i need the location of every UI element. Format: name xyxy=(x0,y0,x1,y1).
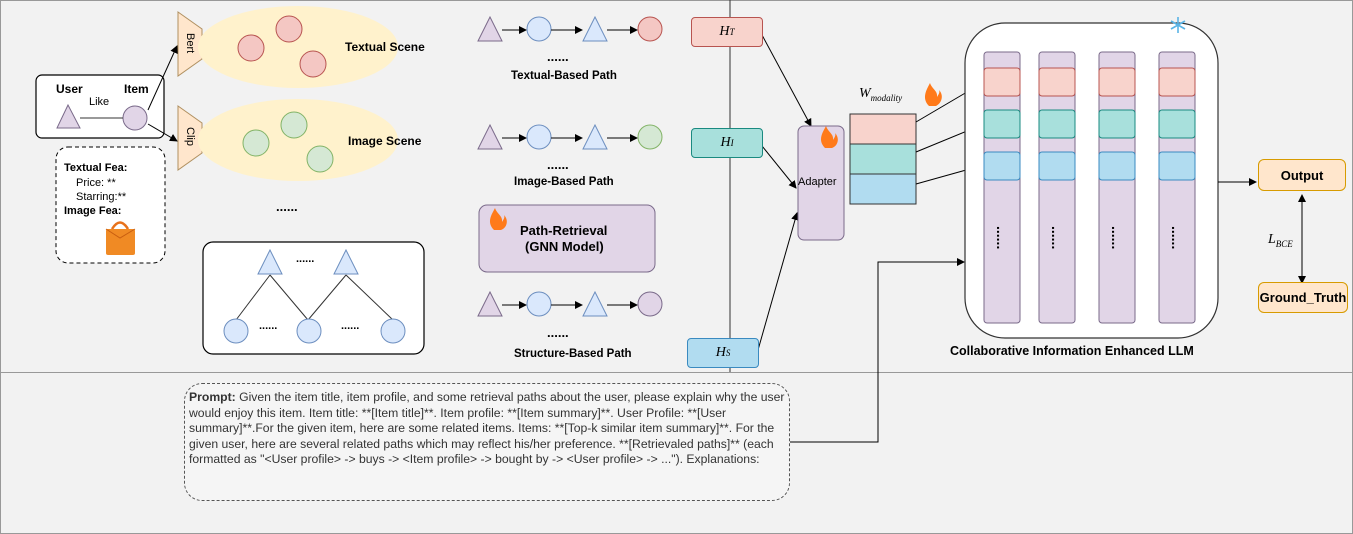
fire-icon xyxy=(490,208,507,230)
textual-path-chain xyxy=(477,15,663,42)
graph-item-node xyxy=(296,318,322,344)
graph-ellipsis-right: ...... xyxy=(341,320,360,332)
image-scene-label: Image Scene xyxy=(348,134,422,148)
user-label: User xyxy=(56,82,83,96)
image-scene-ellipse xyxy=(198,99,398,181)
bce-loss-label: LBCE xyxy=(1268,232,1293,249)
prompt-box: Prompt: Given the item title, item profi… xyxy=(184,383,790,501)
path-retrieval-box xyxy=(478,204,656,273)
structure-path-chain xyxy=(477,290,663,317)
item-label: Item xyxy=(124,82,149,96)
hi-to-adapter-arrow xyxy=(761,145,797,189)
item-circle xyxy=(122,105,148,131)
w-modality-structure xyxy=(849,173,917,205)
graph-user-node xyxy=(333,248,359,275)
image-path-label: Image-Based Path xyxy=(514,176,614,188)
graph-edge xyxy=(345,274,394,321)
starring-label: Starring:** xyxy=(76,191,127,203)
like-label: Like xyxy=(89,96,110,108)
textual-node xyxy=(275,15,303,43)
llm-column-ellipsis: ...... xyxy=(1109,226,1125,250)
structure-path-ellipsis: ...... xyxy=(547,325,569,340)
snowflake-icon xyxy=(1170,17,1186,33)
handbag-icon xyxy=(105,221,136,255)
w-modality-textual xyxy=(849,113,917,145)
textual-node xyxy=(299,50,327,78)
image-node xyxy=(242,129,270,157)
prompt-to-llm-connector xyxy=(790,258,965,443)
textual-scene-label: Textual Scene xyxy=(345,40,425,54)
graph-edge xyxy=(307,274,347,321)
bert-encoder xyxy=(177,11,203,77)
scenes-ellipsis: ...... xyxy=(276,199,298,214)
user-triangle xyxy=(56,103,81,129)
ground-truth-box: Ground_Truth xyxy=(1258,282,1348,313)
graph-edge xyxy=(269,274,309,321)
image-fea-label: Image Fea: xyxy=(64,205,122,217)
image-path-chain xyxy=(477,123,663,150)
textual-node xyxy=(237,34,265,62)
bert-label: Bert xyxy=(184,33,196,54)
textual-fea-label: Textual Fea: xyxy=(64,162,128,174)
graph-edge xyxy=(235,274,271,321)
graph-ellipsis-left: ...... xyxy=(259,320,278,332)
llm-column-ellipsis: ...... xyxy=(1049,226,1065,250)
path-retrieval-subtitle: (GNN Model) xyxy=(525,239,604,254)
llm-token-cells xyxy=(983,67,1196,181)
textual-scene-ellipse xyxy=(198,6,398,88)
image-node xyxy=(280,111,308,139)
graph-user-node xyxy=(257,248,283,275)
w-modality-image xyxy=(849,143,917,175)
features-box xyxy=(55,146,166,264)
price-label: Price: ** xyxy=(76,177,116,189)
llm-column-ellipsis: ...... xyxy=(1169,226,1185,250)
prompt-text: Given the item title, item profile, and … xyxy=(189,390,785,467)
hs-to-adapter-arrow xyxy=(757,212,799,351)
structure-path-label: Structure-Based Path xyxy=(514,348,632,360)
w-modality-label: Wmodality xyxy=(859,86,903,103)
image-node xyxy=(306,145,334,173)
item-to-clip-arrow xyxy=(147,123,178,142)
graph-box xyxy=(202,241,425,355)
textual-path-label: Textual-Based Path xyxy=(511,70,617,82)
llm-column-ellipsis: ...... xyxy=(994,226,1010,250)
image-path-ellipsis: ...... xyxy=(547,157,569,172)
llm-title: Collaborative Information Enhanced LLM xyxy=(950,344,1194,358)
fire-icon xyxy=(821,126,838,148)
clip-encoder xyxy=(177,105,203,171)
graph-item-node xyxy=(223,318,249,344)
adapter-label: Adapter xyxy=(798,176,837,188)
llm-container xyxy=(964,22,1219,339)
graph-item-node xyxy=(380,318,406,344)
prompt-label: Prompt: xyxy=(189,390,236,404)
textual-path-ellipsis: ...... xyxy=(547,49,569,64)
ht-to-adapter-arrow xyxy=(761,34,812,127)
item-to-bert-arrow xyxy=(147,45,178,111)
adapter-box xyxy=(797,125,845,241)
fire-icon xyxy=(925,83,942,106)
clip-label: Clip xyxy=(184,127,196,146)
path-retrieval-title: Path-Retrieval xyxy=(520,223,608,238)
output-box: Output xyxy=(1258,159,1346,191)
graph-ellipsis-top: ...... xyxy=(296,253,315,265)
